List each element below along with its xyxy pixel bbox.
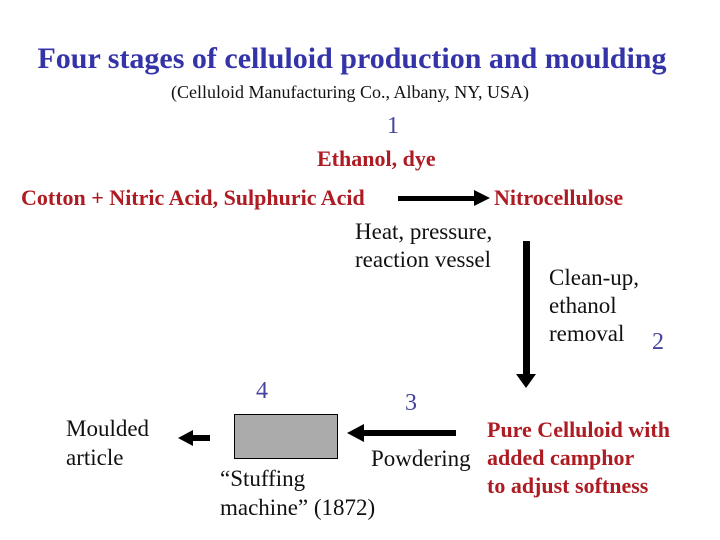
- label-stuffing-machine-line2: machine” (1872): [220, 495, 376, 520]
- arrow-nitration-head: [474, 190, 490, 206]
- arrow-moulding-head: [178, 430, 193, 446]
- label-stuffing-machine: “Stuffing machine” (1872): [220, 464, 375, 522]
- label-stuffing-machine-line1: “Stuffing: [220, 466, 306, 491]
- label-heat-pressure-line2: reaction vessel: [355, 247, 492, 272]
- label-moulded-article-line2: article: [66, 445, 124, 470]
- label-pure-celluloid-line1: Pure Celluloid with: [487, 417, 670, 442]
- arrow-powdering-shaft: [362, 430, 456, 436]
- stage-number-2: 2: [652, 329, 664, 355]
- label-ethanol-dye: Ethanol, dye: [317, 146, 436, 171]
- label-cleanup-line1: Clean-up,: [549, 265, 640, 290]
- label-pure-celluloid-line3: to adjust softness: [487, 473, 649, 498]
- label-moulded-article-line1: Moulded: [66, 416, 150, 441]
- slide-subtitle: (Celluloid Manufacturing Co., Albany, NY…: [171, 82, 529, 102]
- label-pure-celluloid: Pure Celluloid with added camphor to adj…: [487, 416, 670, 500]
- label-heat-pressure-line1: Heat, pressure,: [355, 219, 493, 244]
- label-cleanup-line2: ethanol: [549, 293, 617, 318]
- arrow-moulding-shaft: [191, 435, 210, 441]
- arrow-nitration-shaft: [398, 196, 475, 201]
- arrow-cleanup-shaft: [523, 241, 530, 374]
- label-nitrocellulose: Nitrocellulose: [494, 185, 624, 210]
- label-cotton-acids: Cotton + Nitric Acid, Sulphuric Acid: [21, 185, 365, 210]
- label-heat-pressure: Heat, pressure, reaction vessel: [355, 218, 492, 274]
- arrow-powdering-head: [347, 424, 364, 442]
- stage-number-1: 1: [387, 113, 399, 139]
- label-powdering: Powdering: [371, 446, 471, 471]
- slide-title: Four stages of celluloid production and …: [37, 42, 667, 75]
- label-cleanup-line3: removal: [549, 321, 625, 346]
- stage-number-3: 3: [405, 390, 417, 416]
- label-cleanup: Clean-up, ethanol removal: [549, 264, 639, 348]
- stuffing-machine-box: [234, 414, 338, 459]
- label-moulded-article: Moulded article: [66, 414, 149, 472]
- label-pure-celluloid-line2: added camphor: [487, 445, 635, 470]
- arrow-cleanup-head: [516, 374, 536, 388]
- stage-number-4: 4: [256, 378, 268, 404]
